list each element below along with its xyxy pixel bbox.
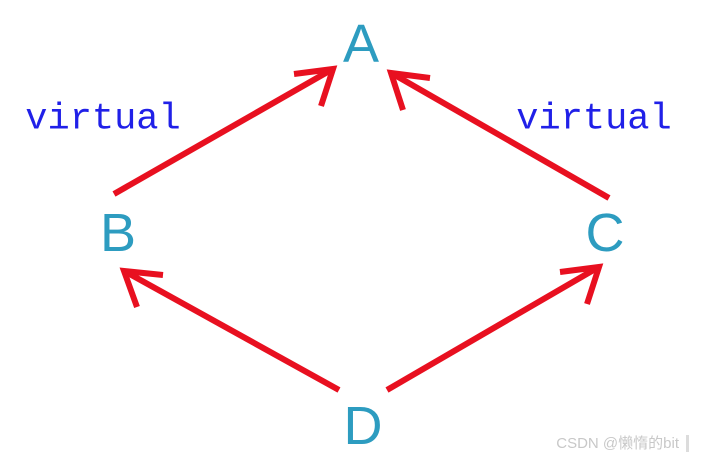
watermark-divider (686, 435, 689, 452)
edge-c-to-a-shaft (391, 71, 611, 201)
edge-b-to-a-shaft (112, 67, 333, 197)
edge-c-to-a (386, 69, 611, 201)
edge-d-to-b (119, 267, 341, 393)
node-d: D (343, 396, 383, 456)
watermark: CSDN @懒惰的bit (556, 435, 689, 452)
watermark-text: CSDN @懒惰的bit (556, 435, 679, 452)
edge-d-to-b-shaft (124, 269, 341, 393)
edge-label-virtual-left: virtual (25, 98, 181, 141)
edge-d-to-c-arrowhead (559, 263, 604, 305)
edge-b-to-a-arrowhead (293, 65, 338, 107)
edge-d-to-c-shaft (385, 265, 599, 393)
edge-d-to-b-arrowhead (119, 267, 164, 309)
node-b: B (99, 203, 137, 263)
edge-d-to-c (385, 263, 604, 393)
edge-c-to-a-arrowhead (386, 69, 431, 111)
node-a: A (342, 14, 380, 74)
node-c: C (585, 203, 625, 263)
edge-label-virtual-right: virtual (516, 98, 672, 141)
edge-b-to-a (112, 65, 338, 197)
